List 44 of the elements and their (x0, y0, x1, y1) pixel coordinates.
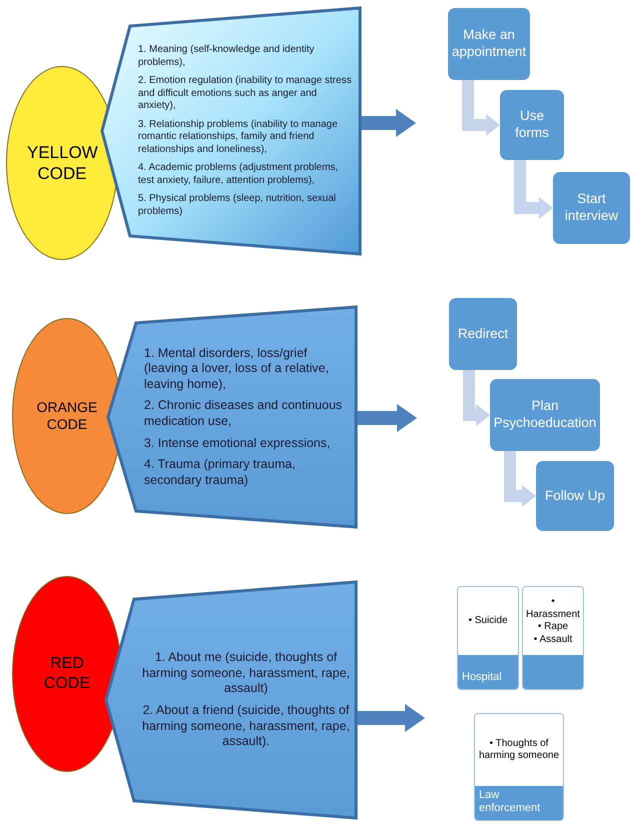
arrow (463, 370, 490, 426)
arrow-panel (100, 6, 362, 256)
list-item-text: 4. Academic problems (adjustment problems, test anxiety, failure, attention problems), (138, 162, 340, 187)
step-label: Start interview (564, 191, 620, 225)
step-box (490, 379, 600, 451)
code-label: YELLOW CODE (27, 142, 97, 184)
step-label: Redirect (458, 326, 508, 342)
step-box (500, 90, 564, 160)
list-item-text: 1. Meaning (self-knowledge and identity problems), (138, 44, 316, 69)
step-label: Plan Psychoeducation (494, 398, 596, 432)
arrow (357, 404, 417, 432)
bullet-text: • Suicide (468, 614, 508, 628)
bullet-text: • Thoughts of harming someone (478, 738, 560, 762)
service-card (457, 586, 519, 690)
bullet-text: • Harassment (525, 596, 581, 621)
arrow (361, 109, 416, 137)
step-box (553, 172, 630, 244)
code-label: ORANGE CODE (36, 398, 98, 434)
card-label: Law enforcement (479, 788, 542, 816)
arrow-panel (106, 305, 358, 529)
service-card (474, 713, 564, 821)
code-label: RED CODE (42, 654, 92, 694)
step-box (536, 461, 614, 531)
bullet-text: • Rape (538, 621, 568, 634)
list-item-text: 3. Intense emotional expressions, (144, 436, 332, 452)
list-item-text: 2. Chronic diseases and continuous medication use, (144, 398, 344, 430)
list-item-text: 5. Physical problems (sleep, nutrition, sexual problems) (138, 193, 337, 218)
list-item-text: 3. Relationship problems (inability to manage romantic relationships, family and friend relationships and loneliness), (138, 118, 339, 156)
step-box (449, 298, 517, 370)
step-label: Use forms (514, 108, 550, 142)
card-label: Hospital (462, 671, 502, 685)
list-item-text: 2. Emotion regulation (inability to manage stress and difficult emotions such as anger and anxiety), (138, 75, 352, 112)
service-card (522, 586, 584, 690)
arrow-panel (104, 580, 358, 820)
list-item-text: 4. Trauma (primary trauma, secondary trauma) (144, 457, 296, 488)
arrow (514, 160, 553, 219)
step-box (448, 8, 530, 80)
step-label: Follow Up (544, 488, 606, 504)
step-label: Make an appointment (452, 27, 526, 61)
list-item-text: 1. About me (suicide, thoughts of harming someone, harassment, rape, assault) (142, 650, 350, 697)
list-item-text: 1. Mental disorders, loss/grief (leaving a lover, loss of a relative, leaving home), (144, 346, 330, 392)
arrow (357, 704, 425, 732)
bullet-text: • Assault (534, 634, 572, 646)
list-item-text: 2. About a friend (suicide, thoughts of harming someone, harassment, rape, assault). (142, 703, 350, 750)
